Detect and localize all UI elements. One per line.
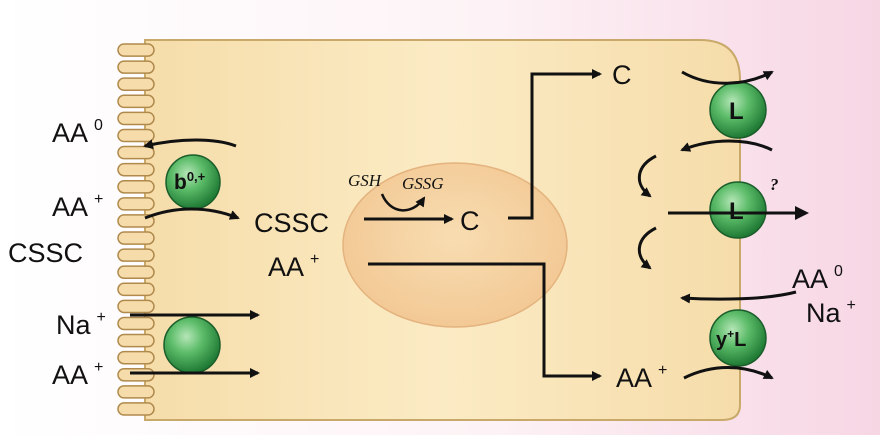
microvillus bbox=[117, 350, 155, 365]
label-aa-cationic-bottom: AA+ bbox=[616, 362, 667, 393]
arrow-yL-influx bbox=[680, 290, 797, 304]
arrow-yL-efflux bbox=[683, 366, 774, 380]
microvillus bbox=[117, 111, 155, 126]
transporter-sodium-coupled bbox=[163, 316, 221, 374]
label-question: ? bbox=[770, 175, 779, 194]
arrow-aaplus-to-basolateral bbox=[368, 262, 602, 381]
microvillus bbox=[117, 333, 155, 348]
label-aa-cationic-2: AA+ bbox=[52, 359, 103, 390]
microvillus bbox=[117, 128, 155, 143]
microvillus bbox=[117, 94, 155, 109]
label-cysteine-top: C bbox=[612, 60, 632, 90]
label-aa-cationic-cytosol: AA+ bbox=[268, 251, 319, 282]
microvillus bbox=[117, 299, 155, 314]
microvillus bbox=[117, 248, 155, 262]
arrow-aaplus-influx bbox=[144, 207, 240, 220]
microvillus bbox=[117, 316, 155, 331]
arrow-gsh-to-gssg bbox=[380, 193, 426, 212]
label-gsh: GSH bbox=[348, 171, 383, 190]
label-cystine-lumen: CSSC bbox=[8, 238, 83, 268]
arrow-cysteine-to-basolateral bbox=[508, 69, 602, 220]
microvillus bbox=[117, 282, 155, 297]
microvilli-brush-border bbox=[117, 43, 155, 416]
microvillus bbox=[117, 77, 155, 92]
microvillus bbox=[117, 179, 155, 194]
nucleus bbox=[342, 162, 568, 328]
microvillus bbox=[117, 60, 155, 74]
transporter-b0-label: b0,+ bbox=[174, 169, 206, 194]
label-cysteine: C bbox=[460, 206, 480, 236]
microvillus bbox=[117, 385, 155, 399]
microvillus bbox=[117, 145, 155, 160]
transporter-L-mid bbox=[709, 181, 767, 239]
arrow-L-top-influx bbox=[680, 139, 773, 152]
label-sodium: Na+ bbox=[56, 309, 106, 340]
arrow-aa0-efflux bbox=[143, 138, 237, 150]
transporter-L-top-label: L bbox=[729, 98, 744, 125]
microvillus bbox=[117, 367, 155, 382]
arrow-L-top-efflux bbox=[681, 70, 774, 85]
arrow-recycle-upper bbox=[638, 154, 657, 198]
transporter-y-plus-L-label: y+L bbox=[716, 327, 746, 351]
label-aa-cationic: AA+ bbox=[52, 191, 103, 222]
microvillus bbox=[117, 402, 155, 416]
microvillus bbox=[117, 197, 155, 211]
microvillus bbox=[117, 231, 155, 245]
label-sodium-basolateral: Na+ bbox=[806, 297, 856, 328]
label-cystine-cytosol: CSSC bbox=[254, 208, 329, 238]
microvillus bbox=[117, 43, 155, 57]
arrow-recycle-lower bbox=[638, 226, 657, 270]
transporter-y-plus-L bbox=[709, 309, 767, 367]
microvillus bbox=[117, 265, 155, 280]
label-gssg: GSSG bbox=[402, 174, 444, 193]
microvillus bbox=[117, 162, 155, 177]
